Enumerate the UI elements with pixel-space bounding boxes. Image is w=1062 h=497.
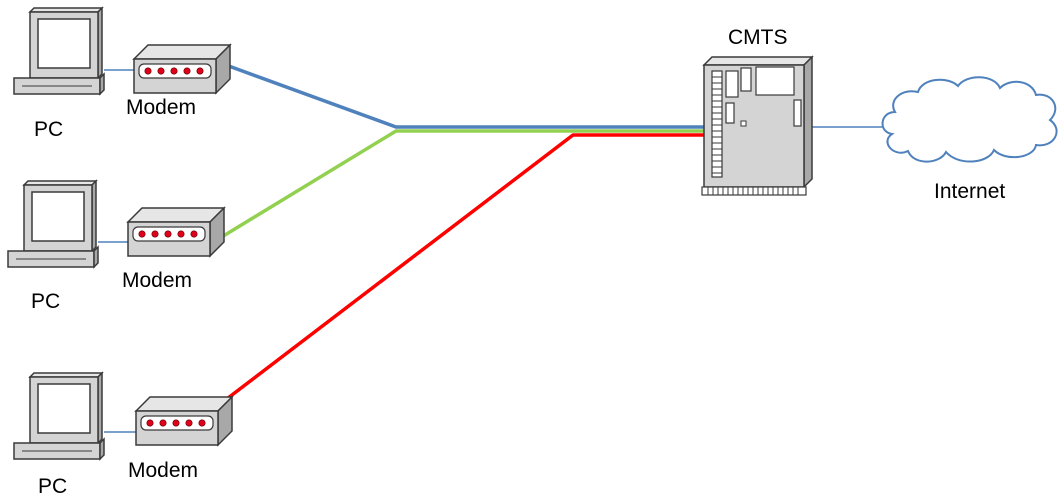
cloud-icon	[881, 76, 1058, 163]
links	[218, 63, 883, 400]
cmts	[701, 55, 814, 196]
modem-icon	[132, 43, 232, 95]
modem-3	[134, 395, 234, 447]
modem-1	[132, 43, 232, 95]
pc-1	[13, 6, 105, 96]
modem-icon	[126, 206, 226, 258]
pc-label: PC	[34, 118, 63, 141]
pc-icon	[13, 6, 105, 96]
pc-2	[7, 179, 99, 269]
cmts-label: CMTS	[728, 26, 788, 49]
modem-label: Modem	[128, 459, 198, 482]
modem-icon	[134, 395, 234, 447]
pc-icon	[7, 179, 99, 269]
modem-label: Modem	[122, 269, 192, 292]
internet-label: Internet	[934, 180, 1005, 203]
pc-icon	[13, 371, 105, 461]
internet	[881, 76, 1058, 163]
modem-2	[126, 206, 226, 258]
link-modem1-blue	[224, 63, 708, 129]
link-modem3-red	[226, 133, 708, 400]
modem-label: Modem	[126, 96, 196, 119]
pc-label: PC	[38, 475, 67, 497]
pc-3	[13, 371, 105, 461]
link-modem2-green	[218, 129, 708, 240]
pc-label: PC	[31, 290, 60, 313]
cmts-server-icon	[701, 55, 814, 196]
